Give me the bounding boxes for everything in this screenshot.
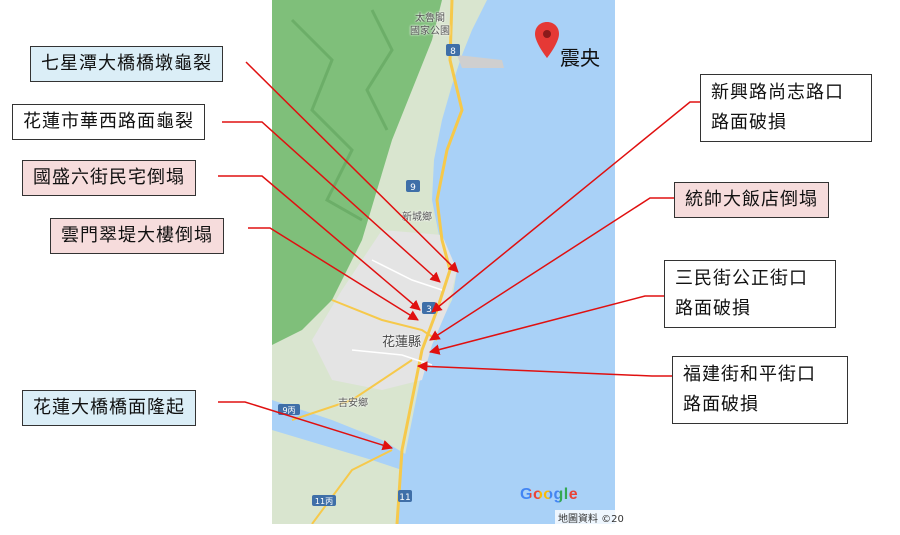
map-canvas: 8 9 3 9丙 11丙 11 [272,0,615,524]
callout-tongshuai-hotel: 統帥大飯店倒塌 [674,182,829,218]
svg-text:11: 11 [399,493,410,503]
svg-text:8: 8 [450,47,456,57]
route-shield-11c: 11丙 [312,495,336,506]
svg-text:9丙: 9丙 [282,406,295,415]
place-label-taroko: 太魯閣 國家公園 [410,13,450,37]
callout-guosheng-house: 國盛六街民宅倒塌 [22,160,196,196]
google-logo: Google [520,486,578,504]
route-shield-11: 11 [398,490,412,503]
svg-text:11丙: 11丙 [315,497,333,506]
callout-fujian-street: 福建街和平街口 路面破損 [672,356,848,424]
callout-qixingtan-bridge: 七星潭大橋橋墩龜裂 [30,46,223,82]
callout-hualien-bridge: 花蓮大橋橋面隆起 [22,390,196,426]
map-credit: 地圖資料 ©20 [555,510,627,525]
epicenter-pin-icon[interactable] [535,22,559,58]
place-label-xincheng: 新城鄉 [402,212,432,223]
google-logo-text: Google [520,486,579,503]
svg-text:3: 3 [426,305,432,315]
callout-sanmin-street: 三民街公正街口 路面破損 [664,260,836,328]
callout-xinxing-road: 新興路尚志路口 路面破損 [700,74,872,142]
place-label-jian: 吉安鄉 [338,398,368,409]
route-shield-8: 8 [446,44,460,57]
route-shield-3: 3 [422,302,436,315]
callout-yunmen-building: 雲門翠堤大樓倒塌 [50,218,224,254]
place-label-hualien-county: 花蓮縣 [382,335,422,350]
epicenter-label: 震央 [560,46,600,70]
callout-huaxi-road: 花蓮市華西路面龜裂 [12,104,205,140]
svg-text:9: 9 [410,183,416,193]
map-panel[interactable]: 8 9 3 9丙 11丙 11 [272,0,615,524]
route-shield-9c: 9丙 [278,404,300,415]
route-shield-9: 9 [406,180,420,193]
